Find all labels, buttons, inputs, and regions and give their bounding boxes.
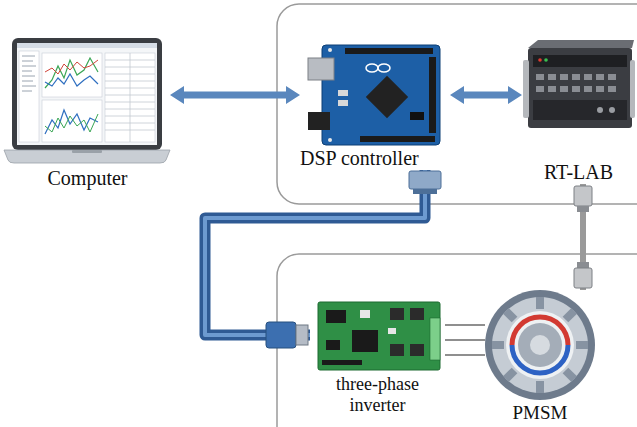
inverter-board-illustration [318, 302, 440, 370]
phase-wire [445, 354, 485, 356]
device-label: DSP controller [300, 146, 450, 170]
device-label: Computer [5, 166, 170, 190]
cable-plug [413, 189, 437, 194]
cable-plug [574, 186, 592, 206]
connector [205, 170, 441, 348]
device-label: RT-LAB [522, 160, 635, 184]
connector [450, 86, 522, 104]
motor-illustration [485, 290, 595, 400]
cable-plug [266, 322, 296, 348]
cable-plug [296, 325, 308, 345]
data-cable-highlight [205, 170, 425, 335]
connector [170, 86, 300, 104]
connector [574, 184, 592, 290]
device-label: PMSM [485, 402, 595, 423]
connector [445, 355, 485, 356]
device-node: three-phase inverter [310, 298, 445, 416]
connector [445, 325, 485, 326]
device-node: Computer [5, 36, 170, 190]
double-arrow [450, 86, 522, 104]
connector [445, 340, 485, 341]
controller-panel [277, 4, 637, 204]
device-node: RT-LAB [522, 36, 635, 184]
double-arrow [170, 86, 300, 104]
cable-plug [577, 206, 589, 212]
device-label: three-phase inverter [310, 374, 445, 416]
laptop-illustration [4, 38, 170, 163]
cable-plug [574, 268, 592, 288]
phase-wire [445, 324, 485, 326]
drive-panel [277, 254, 637, 427]
simulator-illustration [523, 40, 635, 128]
data-cable [205, 170, 425, 335]
phase-wire [445, 339, 485, 341]
cable-plug [409, 171, 441, 189]
controller-board-illustration [308, 45, 440, 145]
device-node: PMSM [485, 290, 595, 423]
cable-plug [577, 262, 589, 268]
device-node: DSP controller [300, 36, 450, 170]
